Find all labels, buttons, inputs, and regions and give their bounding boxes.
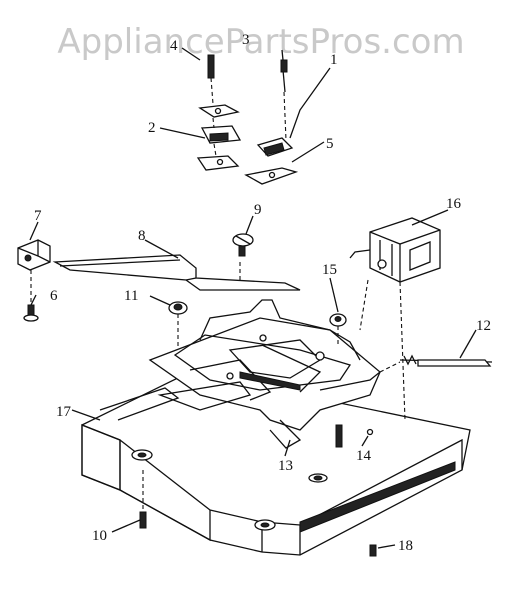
callout-labels: 3 4 1 2 5 7 8 9 16 15 6 11 12 17 14 13 1…	[34, 32, 491, 554]
spring-link	[379, 354, 493, 373]
callout-8: 8	[138, 228, 146, 244]
callout-6: 6	[50, 288, 58, 304]
nuts	[168, 301, 347, 348]
callout-3: 3	[242, 32, 250, 48]
callout-10: 10	[92, 528, 107, 544]
callout-12: 12	[476, 318, 491, 334]
callout-4: 4	[170, 38, 178, 54]
callout-5: 5	[326, 136, 334, 152]
screws	[139, 424, 377, 557]
callout-14: 14	[356, 448, 372, 464]
callout-13: 13	[278, 458, 293, 474]
callout-2: 2	[148, 120, 156, 136]
callout-1: 1	[330, 52, 338, 68]
callout-17: 17	[56, 404, 72, 420]
watermark-text: AppliancePartsPros.com	[57, 22, 465, 62]
callout-15: 15	[322, 262, 337, 278]
callout-7: 7	[34, 208, 42, 224]
callout-16: 16	[446, 196, 462, 212]
leader-lines	[29, 47, 477, 549]
callout-9: 9	[254, 202, 262, 218]
solenoid	[349, 217, 441, 421]
rod-assembly	[17, 233, 301, 322]
callout-11: 11	[124, 288, 138, 304]
switch-assembly	[196, 54, 331, 185]
callout-18: 18	[398, 538, 413, 554]
base-plate	[81, 371, 471, 556]
mechanism-frame	[99, 299, 381, 449]
